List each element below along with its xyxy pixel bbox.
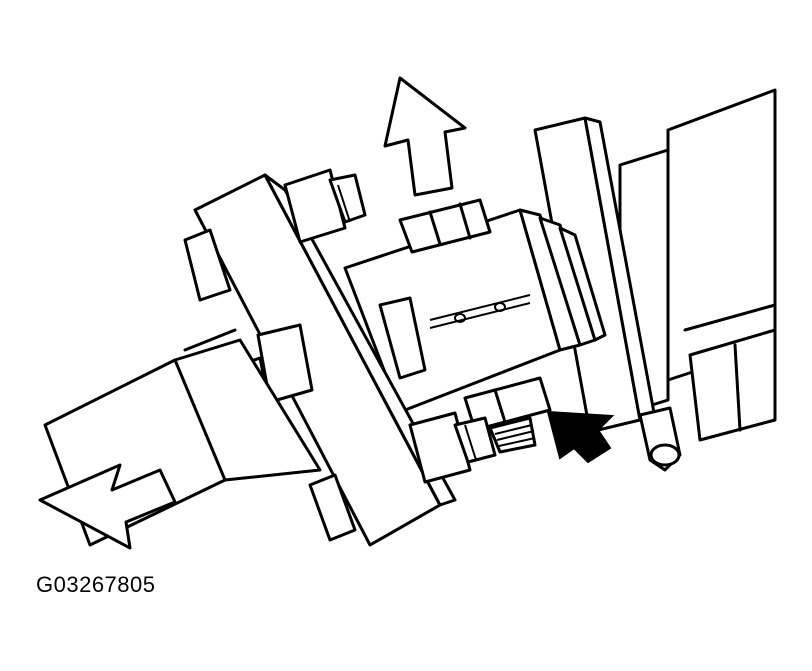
driveshaft-flange bbox=[183, 173, 457, 547]
flange-bolt-top bbox=[283, 168, 367, 244]
coupling-top-nut bbox=[398, 198, 492, 254]
pull-arrow-up-icon bbox=[383, 76, 467, 197]
pull-arrow-left-icon bbox=[38, 463, 177, 550]
coupling-bottom-nut bbox=[463, 376, 552, 454]
figure-id-label: G03267805 bbox=[36, 572, 156, 597]
flange-bolt-bottom bbox=[408, 411, 497, 484]
coupling-body bbox=[343, 208, 607, 414]
indicator-arrow-icon bbox=[546, 410, 615, 464]
